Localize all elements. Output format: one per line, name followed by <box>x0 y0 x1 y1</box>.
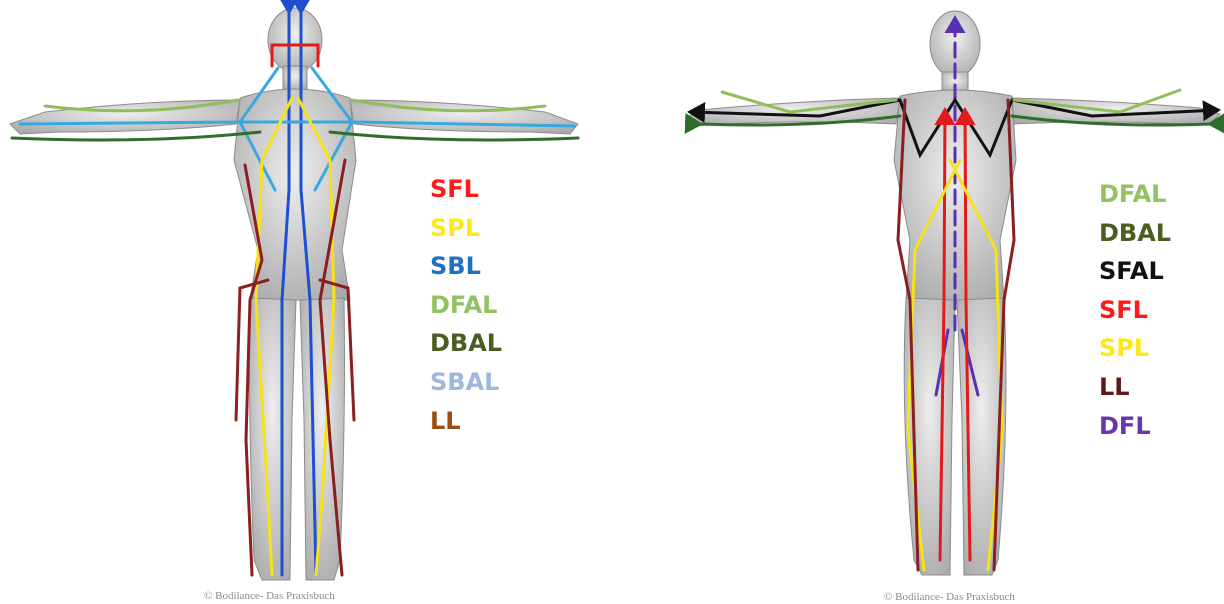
legend-item-sbl: SBL <box>430 247 502 286</box>
legend-item-dfal: DFAL <box>1099 175 1171 214</box>
copyright-caption: © Bodilance- Das Praxisbuch <box>204 590 335 602</box>
back-view-legend: SFL SPL SBL DFAL DBAL SBAL LL <box>430 170 502 440</box>
legend-item-sfl: SFL <box>430 170 502 209</box>
legend-item-dbal: DBAL <box>1099 214 1171 253</box>
legend-item-ll: LL <box>430 402 502 441</box>
front-view-legend: DFAL DBAL SFAL SFL SPL LL DFL <box>1099 175 1171 445</box>
legend-item-spl: SPL <box>1099 329 1171 368</box>
legend-item-dbal: DBAL <box>430 324 502 363</box>
legend-item-ll: LL <box>1099 368 1171 407</box>
legend-item-sbal: SBAL <box>430 363 502 402</box>
copyright-caption: © Bodilance- Das Praxisbuch <box>884 591 1015 603</box>
legend-item-dfl: DFL <box>1099 407 1171 446</box>
legend-item-spl: SPL <box>430 209 502 248</box>
legend-item-sfal: SFAL <box>1099 252 1171 291</box>
legend-item-sfl: SFL <box>1099 291 1171 330</box>
legend-item-dfal: DFAL <box>430 286 502 325</box>
